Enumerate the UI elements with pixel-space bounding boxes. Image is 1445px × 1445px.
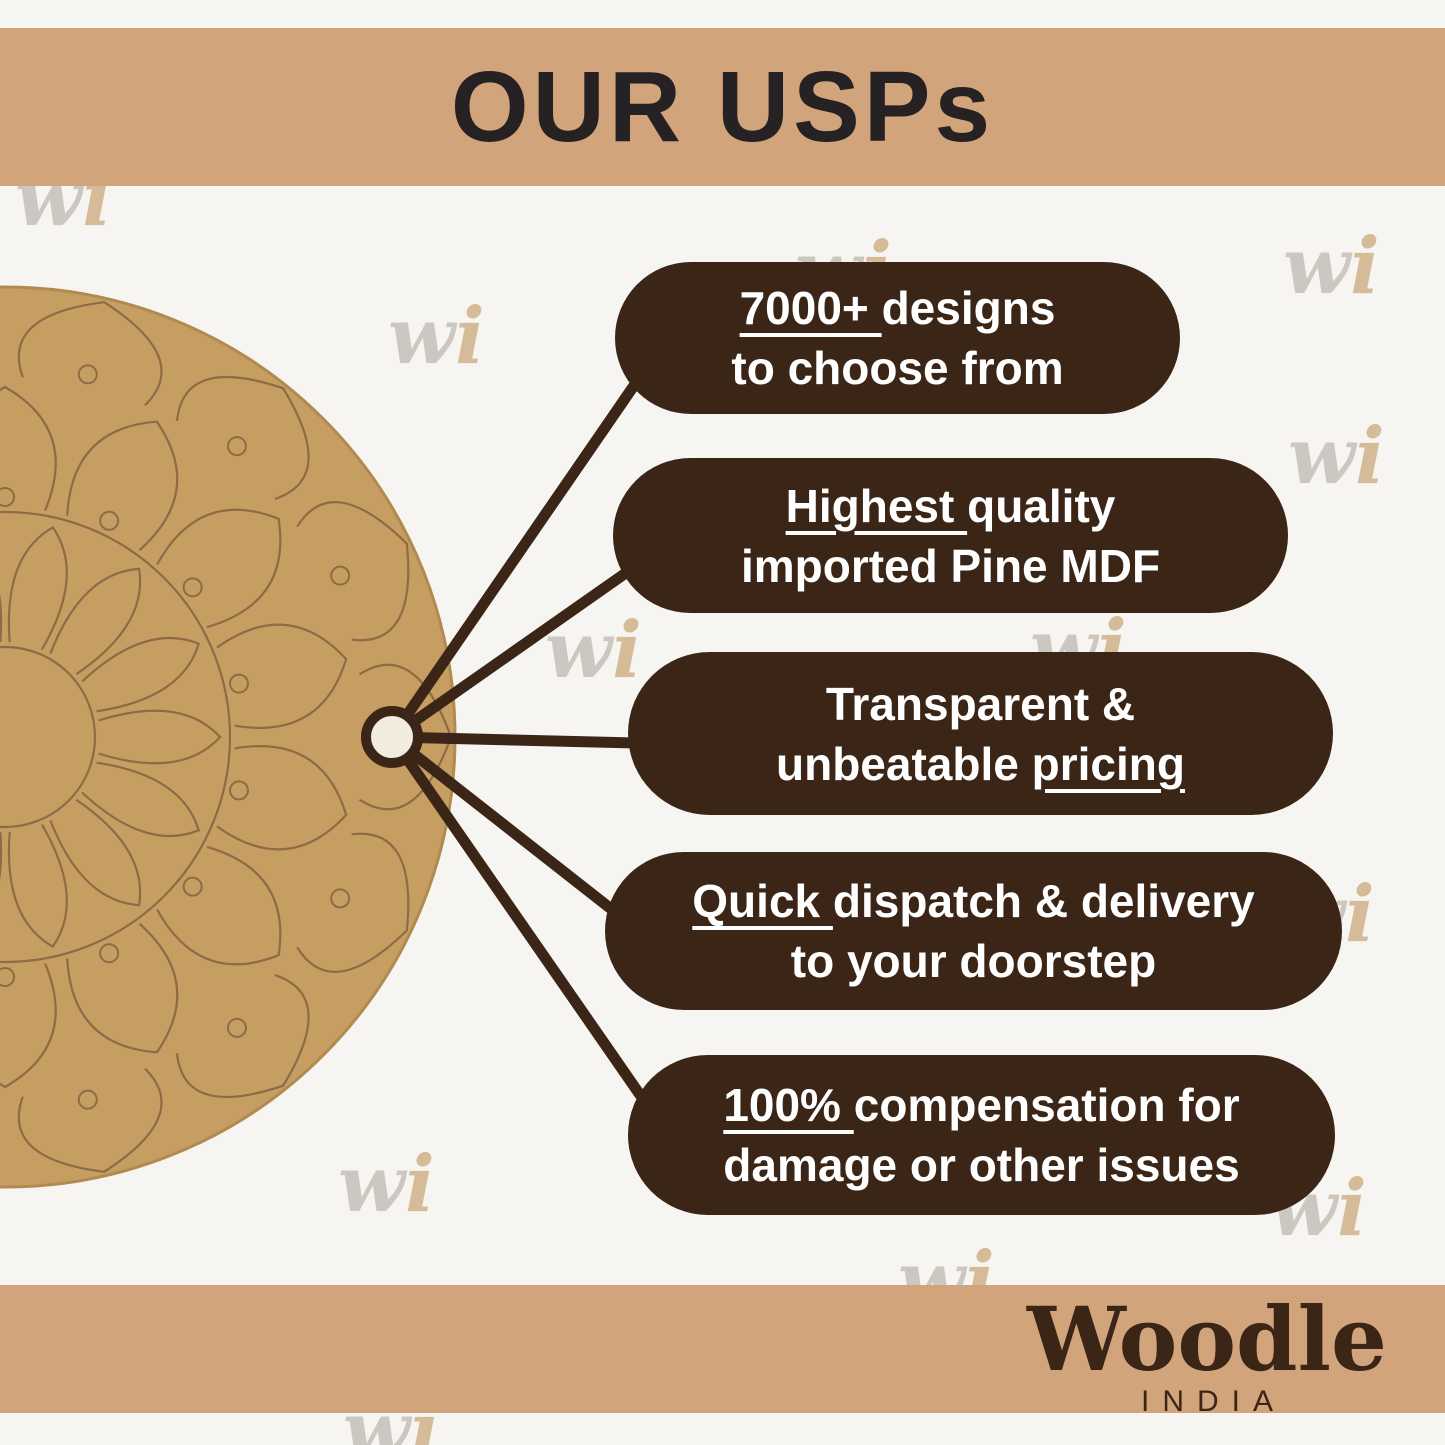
usp-pill-quality: Highest quality imported Pine MDF xyxy=(613,458,1288,613)
usp-text-line: damage or other issues xyxy=(723,1139,1240,1191)
usp-pill-dispatch: Quick dispatch & delivery to your doorste… xyxy=(605,852,1342,1010)
mandala-mdf-board xyxy=(0,285,457,1189)
usp-text-line: imported Pine MDF xyxy=(740,539,1161,592)
usp-text-line: unbeatable pricing xyxy=(776,737,1185,790)
usp-text-line: to your doorstep xyxy=(790,935,1157,987)
usp-text-line: 7000+ designs xyxy=(739,282,1056,334)
brand-country: INDIA xyxy=(1140,1385,1286,1418)
footer-band xyxy=(0,1285,1445,1413)
wi-watermark-icon: wi xyxy=(338,1139,435,1230)
usp-pill-designs: 7000+ designs to choose from xyxy=(615,262,1180,414)
brand-logo: Woodle INDIA xyxy=(1027,1295,1387,1419)
usp-pill-compensation: 100% compensation for damage or other iss… xyxy=(628,1055,1335,1215)
page-title: OUR USPs xyxy=(450,50,995,163)
header-band: OUR USPs xyxy=(0,28,1445,186)
wi-watermark-icon: wi xyxy=(1288,411,1385,502)
usp-text-line: to choose from xyxy=(731,342,1064,394)
wi-watermark-icon: wi xyxy=(545,605,642,696)
usp-text-line: Highest quality xyxy=(785,479,1116,532)
brand-name: Woodle xyxy=(1027,1287,1387,1391)
usp-text-line: 100% compensation for xyxy=(723,1079,1240,1131)
wi-watermark-icon: wi xyxy=(1283,221,1380,312)
usp-text-line: Quick dispatch & delivery xyxy=(692,875,1255,927)
usp-pill-pricing: Transparent & unbeatable pricing xyxy=(628,652,1333,815)
usp-text-line: Transparent & xyxy=(825,677,1136,730)
